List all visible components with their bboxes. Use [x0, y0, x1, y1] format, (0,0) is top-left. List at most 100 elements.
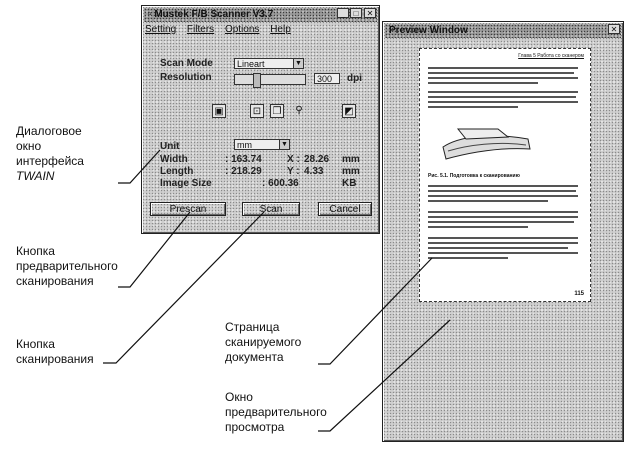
- scan-frame-icon[interactable]: ▣: [212, 104, 226, 118]
- text-line: [428, 216, 578, 218]
- callout-text: окно: [16, 139, 42, 153]
- unit-label: Unit: [160, 141, 180, 152]
- scan-button[interactable]: Scan: [242, 202, 300, 216]
- preview-title-bar: Preview Window: [385, 24, 621, 38]
- callout-text: сканирования: [16, 274, 94, 288]
- text-line: [428, 106, 518, 108]
- text-line: [428, 200, 548, 202]
- callout-text: Страница: [225, 320, 280, 334]
- document-page-callout: Страница сканируемого документа: [225, 320, 301, 365]
- page-header: Глава 5 Работа со сканером: [518, 53, 584, 59]
- text-line: [428, 226, 528, 228]
- text-line: [428, 91, 578, 93]
- menu-setting[interactable]: Setting: [145, 24, 177, 35]
- minimize-button[interactable]: _: [337, 8, 349, 18]
- callout-text: Диалоговое: [16, 124, 82, 138]
- callout-text: Кнопка: [16, 337, 55, 351]
- image-size-value: : 600.36: [262, 178, 299, 189]
- unit-value: mm: [237, 140, 252, 150]
- unit-select[interactable]: mm ▼: [234, 139, 290, 150]
- y-label: Y :: [287, 166, 300, 177]
- twain-dialog: ▫ Mustek F/B Scanner V3.7 _ □ ✕ Setting …: [141, 5, 380, 234]
- preview-title: Preview Window: [389, 25, 468, 36]
- menu-filters[interactable]: Filters: [186, 24, 215, 35]
- scan-mode-label: Scan Mode: [160, 58, 213, 69]
- resolution-slider[interactable]: [234, 73, 306, 88]
- scan-mode-select[interactable]: Lineart ▼: [234, 58, 304, 69]
- resolution-label: Resolution: [160, 72, 212, 83]
- menu-help[interactable]: Help: [270, 24, 291, 35]
- callout-text: сканирования: [16, 352, 94, 366]
- scanner-illustration: [442, 128, 531, 160]
- twain-title: Mustek F/B Scanner V3.7: [154, 9, 274, 20]
- width-label: Width: [160, 154, 188, 165]
- text-line: [428, 67, 578, 69]
- callout-text: документа: [225, 350, 284, 364]
- resolution-value: 300: [317, 74, 333, 84]
- scanned-document-page: Глава 5 Работа со сканером Рис. 5.1. Под…: [419, 48, 591, 302]
- figure-caption: Рис. 5.1. Подготовка к сканированию: [428, 173, 520, 179]
- text-line: [428, 247, 568, 249]
- image-size-unit: KB: [342, 178, 357, 189]
- preview-close-button[interactable]: ✕: [608, 24, 620, 34]
- maximize-button[interactable]: □: [350, 8, 362, 18]
- chevron-down-icon: ▼: [279, 140, 289, 149]
- text-line: [428, 96, 576, 98]
- cancel-label: Cancel: [329, 204, 361, 215]
- callout-text: Окно: [225, 390, 253, 404]
- text-line: [428, 257, 508, 259]
- color-adjust-icon[interactable]: ◩: [342, 104, 356, 118]
- callout-text: Кнопка: [16, 244, 55, 258]
- text-line: [428, 211, 578, 213]
- text-line: [428, 252, 578, 254]
- text-line: [428, 221, 574, 223]
- length-value: : 218.29: [225, 166, 262, 177]
- text-line: [428, 101, 578, 103]
- width-value: : 163.74: [225, 154, 262, 165]
- page-number: 115: [574, 291, 584, 297]
- crop-icon[interactable]: ⊡: [250, 104, 264, 118]
- pages-icon[interactable]: ❐: [270, 104, 284, 118]
- callout-text: предварительного: [16, 259, 118, 273]
- x-unit: mm: [342, 154, 360, 165]
- text-line: [428, 242, 578, 244]
- y-value: 4.33: [304, 166, 324, 177]
- slider-thumb-icon: [253, 73, 261, 88]
- text-line: [428, 82, 538, 84]
- scan-label: Scan: [259, 204, 283, 215]
- text-line: [428, 190, 576, 192]
- callout-text: интерфейса: [16, 154, 84, 168]
- window-app-icon: ▫: [148, 9, 152, 20]
- chevron-down-icon: ▼: [293, 59, 303, 68]
- y-unit: mm: [342, 166, 360, 177]
- text-line: [428, 185, 578, 187]
- x-value: 28.26: [304, 154, 330, 165]
- prescan-label: Prescan: [169, 204, 207, 215]
- menu-bar: Setting Filters Options Help: [145, 24, 299, 36]
- text-line: [428, 72, 574, 74]
- text-line: [428, 195, 578, 197]
- text-line: [428, 77, 578, 79]
- x-label: X :: [287, 154, 300, 165]
- callout-text: TWAIN: [16, 169, 55, 183]
- resolution-input[interactable]: 300: [314, 73, 340, 84]
- preview-window-callout: Окно предварительного просмотра: [225, 390, 327, 435]
- scan-mode-value: Lineart: [237, 59, 265, 69]
- scan-button-callout: Кнопка сканирования: [16, 337, 94, 367]
- callout-text: сканируемого: [225, 335, 302, 349]
- preview-window: Preview Window ✕ Глава 5 Работа со скане…: [382, 21, 624, 442]
- image-size-label: Image Size: [160, 178, 212, 189]
- text-line: [428, 237, 578, 239]
- prescan-button-callout: Кнопка предварительного сканирования: [16, 244, 118, 289]
- cancel-button[interactable]: Cancel: [318, 202, 372, 216]
- resolution-unit: dpi: [347, 73, 362, 84]
- zoom-icon[interactable]: ⚲: [295, 105, 303, 116]
- twain-title-bar: ▫ Mustek F/B Scanner V3.7: [144, 8, 377, 22]
- callout-text: предварительного: [225, 405, 327, 419]
- prescan-button[interactable]: Prescan: [150, 202, 226, 216]
- twain-dialog-callout: Диалоговое окно интерфейса TWAIN: [16, 124, 84, 184]
- menu-options[interactable]: Options: [224, 24, 260, 35]
- close-button[interactable]: ✕: [364, 8, 376, 18]
- length-label: Length: [160, 166, 194, 177]
- callout-text: просмотра: [225, 420, 285, 434]
